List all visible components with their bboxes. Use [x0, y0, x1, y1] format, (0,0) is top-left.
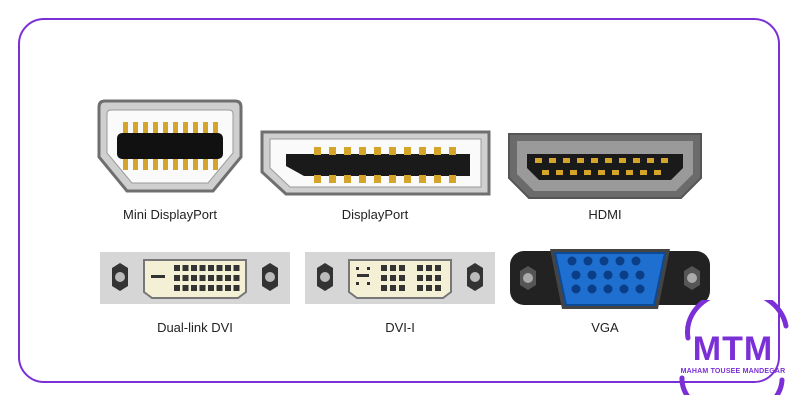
mtm-logo: MTM MAHAM TOUSEE MANDEGAR	[668, 300, 798, 395]
vga-icon	[510, 249, 710, 309]
label-dvi-i: DVI-I	[385, 320, 415, 335]
mini-displayport-icon	[97, 99, 243, 193]
label-hdmi: HDMI	[588, 207, 622, 222]
dvi-i-icon	[305, 252, 495, 304]
hdmi-icon	[508, 133, 702, 199]
label-mini-displayport: Mini DisplayPort	[123, 207, 217, 222]
displayport-icon	[260, 130, 491, 196]
border-frame	[18, 18, 780, 383]
label-vga: VGA	[591, 320, 619, 335]
label-displayport: DisplayPort	[341, 207, 409, 222]
label-dual-link-dvi: Dual-link DVI	[157, 320, 233, 335]
logo-text: MTM	[692, 330, 774, 368]
logo-subtext: MAHAM TOUSEE MANDEGAR	[680, 368, 786, 375]
dual-link-dvi-icon	[100, 252, 290, 304]
